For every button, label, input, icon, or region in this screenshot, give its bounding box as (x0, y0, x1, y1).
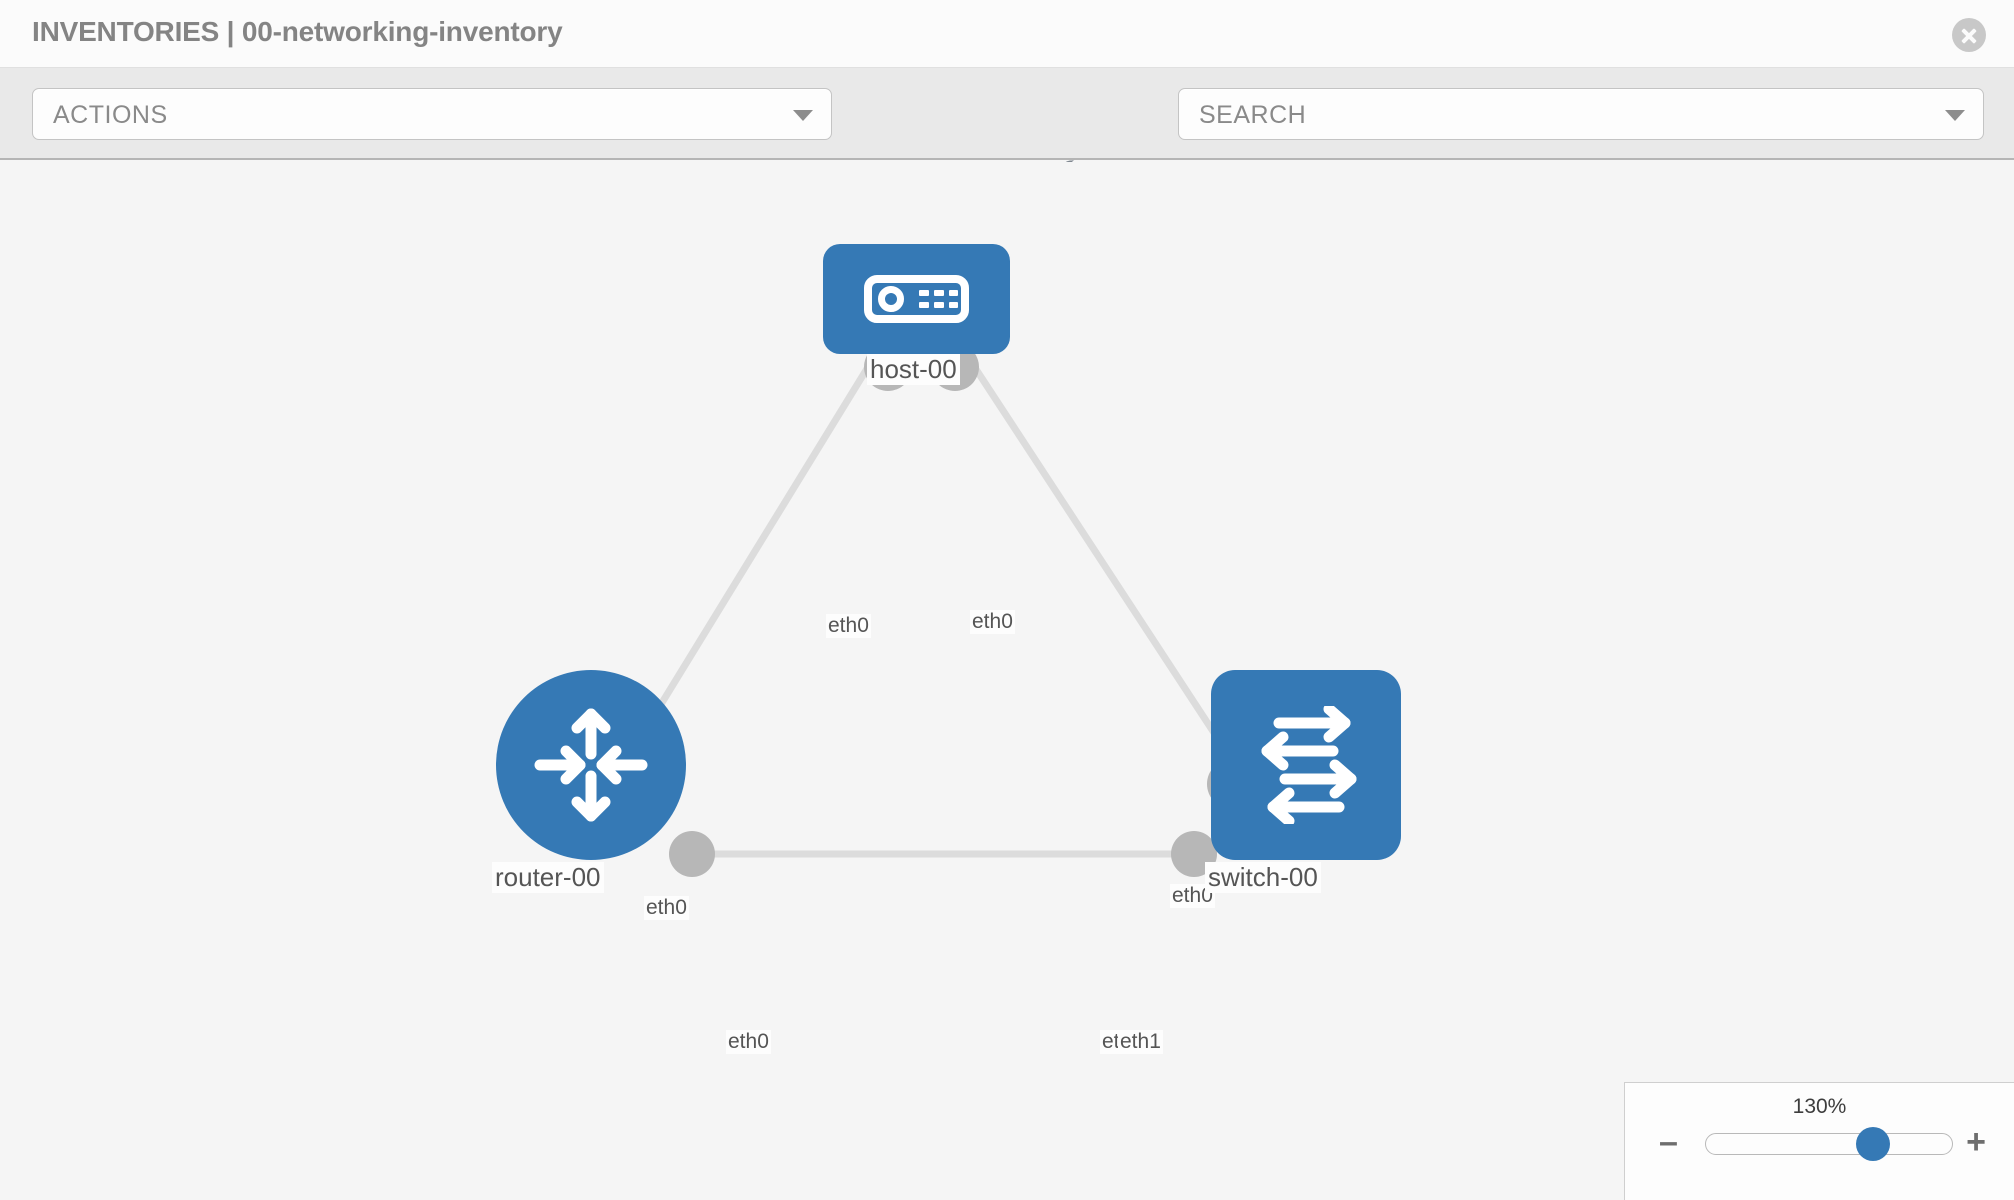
chevron-down-icon (793, 110, 813, 121)
node-label-router-00: router-00 (492, 862, 604, 893)
toolbar: ACTIONS SEARCH (0, 68, 2014, 195)
link-host-router (633, 352, 879, 747)
node-switch-shape[interactable] (1211, 670, 1401, 860)
node-label-switch-00: switch-00 (1205, 862, 1321, 893)
node-label-host-00: host-00 (867, 354, 960, 385)
zoom-slider-thumb[interactable] (1856, 1127, 1890, 1161)
zoom-out-button[interactable]: – (1659, 1123, 1678, 1161)
port-router-right (669, 831, 715, 877)
zoom-slider-track[interactable] (1705, 1127, 1953, 1161)
router-arrows-icon (534, 708, 648, 822)
page-title: INVENTORIES | 00-networking-inventory (32, 16, 563, 47)
node-router-shape[interactable] (496, 670, 686, 860)
port-label-host-eth0-right: eth0 (970, 610, 1015, 634)
page-header: INVENTORIES | 00-networking-inventory (0, 0, 2014, 68)
node-host-shape[interactable] (823, 244, 1010, 354)
zoom-level-value: 130% (1792, 1095, 1847, 1118)
chevron-down-icon (1945, 110, 1965, 121)
actions-dropdown-label: ACTIONS (53, 101, 168, 129)
topology-canvas[interactable]: eth0 eth0 eth0 eth0 eth0 eth eth1 (0, 162, 2014, 1200)
zoom-control-panel: 130% – + (1624, 1082, 2014, 1200)
actions-dropdown[interactable]: ACTIONS (32, 88, 832, 140)
port-connectors (669, 343, 1257, 877)
link-host-switch (963, 352, 1225, 747)
search-placeholder: SEARCH (1199, 101, 1307, 129)
link-lines (633, 352, 1225, 858)
port-label-router-eth0-side: eth0 (726, 1030, 771, 1054)
switch-arrows-icon (1261, 706, 1357, 824)
server-appliance-icon (864, 275, 969, 323)
search-input[interactable]: SEARCH (1178, 88, 1984, 140)
zoom-in-button[interactable]: + (1966, 1123, 1986, 1161)
port-label-router-eth0-up: eth0 (644, 896, 689, 920)
close-icon[interactable] (1952, 18, 1986, 52)
port-label-host-eth0-left: eth0 (826, 614, 871, 638)
port-label-switch-eth1: eth1 (1118, 1030, 1163, 1054)
